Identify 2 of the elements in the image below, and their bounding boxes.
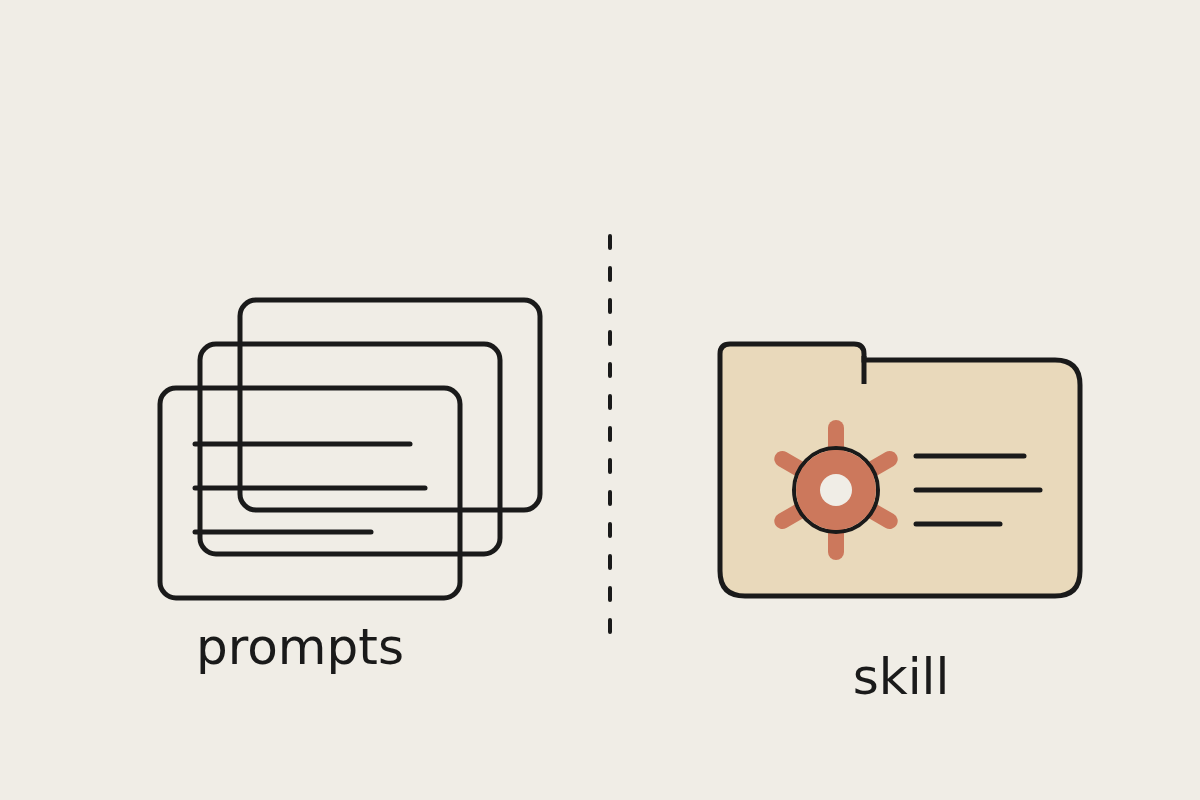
caption-label: skill bbox=[852, 652, 950, 702]
caption-label: prompts bbox=[196, 622, 404, 672]
